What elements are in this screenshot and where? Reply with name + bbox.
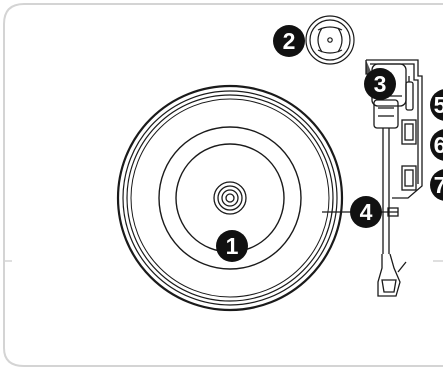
adapter-left-lobe [317, 27, 323, 53]
spindle-ring-mid [217, 185, 243, 211]
adapter-45 [305, 15, 355, 65]
callout-6-badge [430, 129, 443, 161]
callout-5: 5 [430, 89, 443, 121]
callout-5-label: 5 [434, 92, 443, 118]
adapter-hole [327, 37, 333, 43]
switch-box-upper-inner [404, 123, 414, 141]
callout-2-label: 2 [283, 28, 296, 54]
adapter-outer [305, 15, 355, 65]
platter-rim-ring-3 [126, 94, 334, 302]
counterweight [373, 99, 399, 129]
platter-outer-rim [116, 84, 344, 312]
headshell [377, 253, 401, 297]
cartridge [381, 279, 397, 293]
switch-box-lower-inner [404, 169, 414, 187]
callout-2: 2 [273, 25, 305, 57]
spindle-ring-outer [213, 181, 247, 215]
switch-box-lower [401, 165, 417, 191]
spindle-ring-inner [221, 189, 239, 207]
platter-mat-ring [158, 126, 302, 270]
callout-6: 6 [430, 129, 443, 161]
callout-7: 7 [430, 169, 443, 201]
callout-1-badge [216, 230, 248, 262]
lift-lever [405, 81, 414, 111]
platter-rim-ring-2 [122, 90, 338, 306]
callout-6-label: 6 [434, 132, 443, 158]
callout-3-badge [364, 68, 396, 100]
adapter-inner [309, 19, 351, 61]
callout-7-badge [430, 169, 443, 201]
callout-3: 3 [364, 68, 396, 100]
callout-3-label: 3 [374, 71, 387, 97]
arm-base-plate [366, 59, 423, 199]
adapter-top-lobe [317, 26, 343, 31]
spindle [225, 193, 235, 203]
callout-7-label: 7 [434, 172, 443, 198]
callout-4-label: 4 [360, 199, 373, 225]
platter [116, 84, 344, 312]
switch-box-upper [401, 119, 417, 145]
callout-1-label: 1 [226, 233, 239, 259]
adapter-right-lobe [337, 27, 343, 53]
callout-2-badge [273, 25, 305, 57]
device-frame [3, 3, 443, 367]
platter-rim-ring-4 [130, 98, 330, 298]
adapter-bottom-lobe [317, 49, 343, 54]
callout-4: 4 [350, 196, 382, 228]
callout-4-badge [350, 196, 382, 228]
callout-5-badge [430, 89, 443, 121]
callout-1: 1 [216, 230, 248, 262]
finger-lift [397, 261, 407, 273]
